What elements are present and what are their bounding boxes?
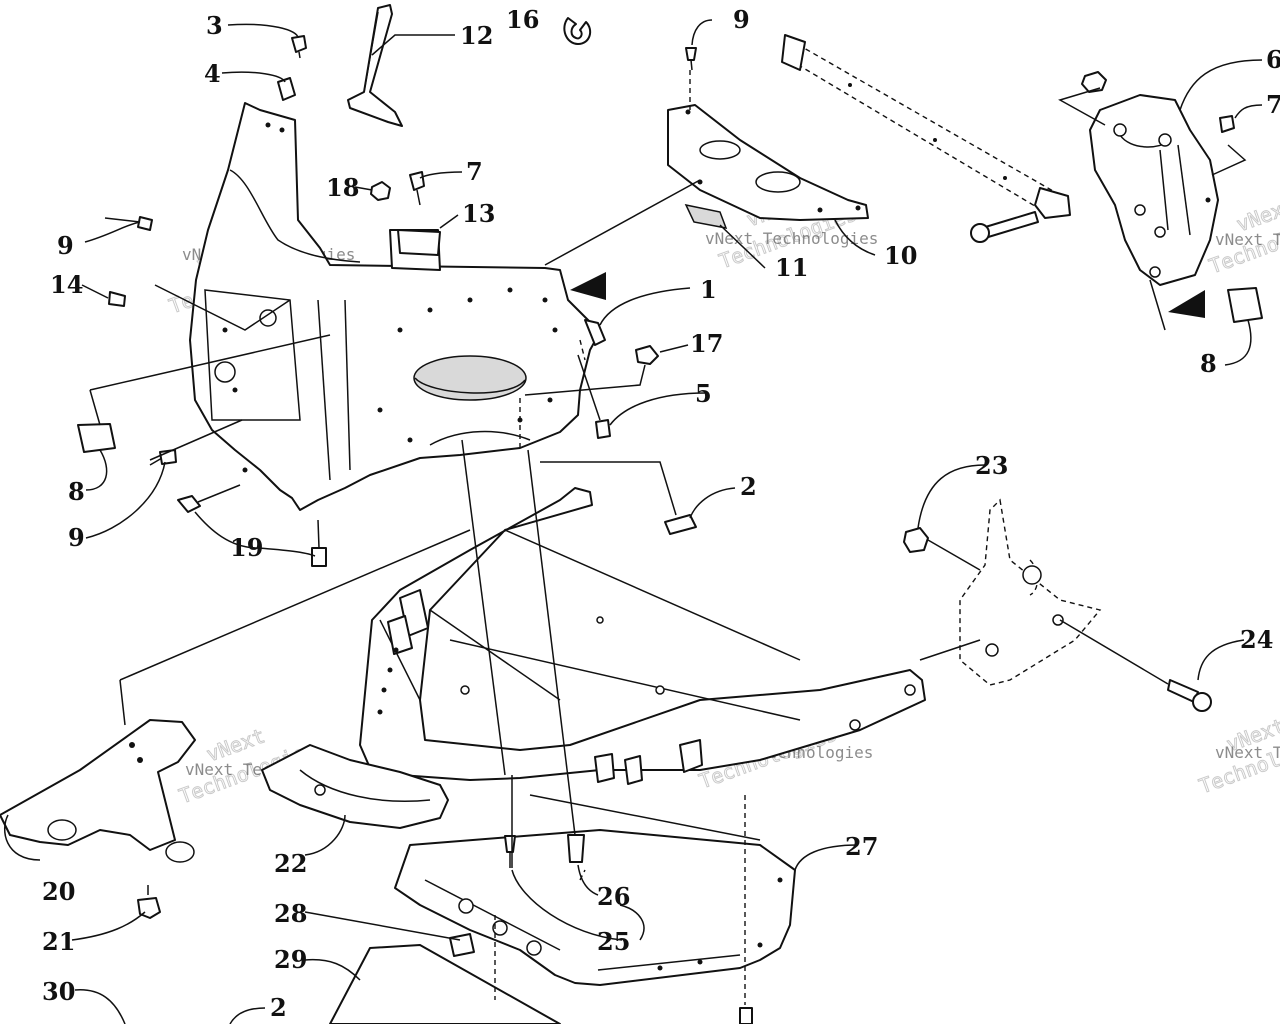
part-18-nut [370,181,391,201]
callout-14: 14 [50,270,83,299]
part-17-nut [635,345,659,365]
callout-8-right: 8 [1200,349,1217,378]
part-4-clip [277,77,296,101]
watermark-small: vNext Technologies [1215,743,1280,762]
callout-19: 19 [230,533,263,562]
callout-9-lower: 9 [68,523,85,552]
callout-27: 27 [845,832,878,861]
callout-6: 6 [1266,45,1280,74]
part-16-clip [563,17,592,45]
watermark-small: vNext Technologies [705,229,878,248]
callout-18: 18 [326,173,359,202]
callout-1: 1 [700,275,717,304]
callout-10: 10 [884,241,917,270]
callout-22: 22 [274,849,307,878]
part-13-bracket [397,229,441,256]
part-1-bulkhead [189,102,606,511]
callout-7-right: 7 [1266,90,1280,119]
callout-4: 4 [204,59,221,88]
callout-24: 24 [1240,625,1273,654]
callout-28: 28 [274,899,307,928]
dashed-frame-section [959,498,1102,686]
callout-29: 29 [274,945,307,974]
bottom-fastener [739,1007,753,1024]
callout-8: 8 [68,477,85,506]
callout-7: 7 [466,157,483,186]
part-6-bracket [970,71,1219,331]
part-3-bolt [291,35,307,59]
callout-2: 2 [740,472,757,501]
dashed-rod [781,34,1071,219]
part-28-clip [449,933,475,957]
callout-12: 12 [460,21,493,50]
part-7-bolts [409,115,1235,206]
part-2-clip [664,514,697,535]
part-20-hitch [0,719,196,863]
part-26-bolt [567,834,585,863]
part-22-bracket [261,744,449,829]
part-23-nut [903,527,981,571]
callout-30: 30 [42,977,75,1006]
part-11-clip [684,203,728,229]
part-27-skid-plate [394,829,796,986]
part-24-bolt [1059,619,1212,712]
callout-5: 5 [695,379,712,408]
callout-16: 16 [506,5,539,34]
callout-26: 26 [597,882,630,911]
callout-leaders [4,19,1263,1024]
part-21-fastener [137,885,161,919]
part-5-bolt [577,354,611,439]
callout-11: 11 [775,253,808,282]
part-19-bolts [177,484,327,567]
callout-3: 3 [206,11,223,40]
part-12-bracket [347,4,403,127]
direction-arrows [570,272,606,300]
watermark-small: vNext Technologies [1215,230,1280,249]
callout-13: 13 [462,199,495,228]
part-10-plate [667,104,869,221]
part-29-panel [329,944,561,1024]
part-14-bolt [108,291,126,307]
callout-25: 25 [597,927,630,956]
callout-21: 21 [42,927,75,956]
alignment-lines [119,70,981,1005]
callout-9-top: 9 [733,5,750,34]
callout-23: 23 [975,451,1008,480]
callout-labels: 1 2 2 3 4 5 6 7 7 8 8 9 9 9 10 11 12 13 … [42,5,1280,1022]
chassis-frame [359,487,926,785]
callout-2-lower: 2 [270,993,287,1022]
callout-9: 9 [57,231,74,260]
callout-17: 17 [690,329,723,358]
callout-20: 20 [42,877,75,906]
